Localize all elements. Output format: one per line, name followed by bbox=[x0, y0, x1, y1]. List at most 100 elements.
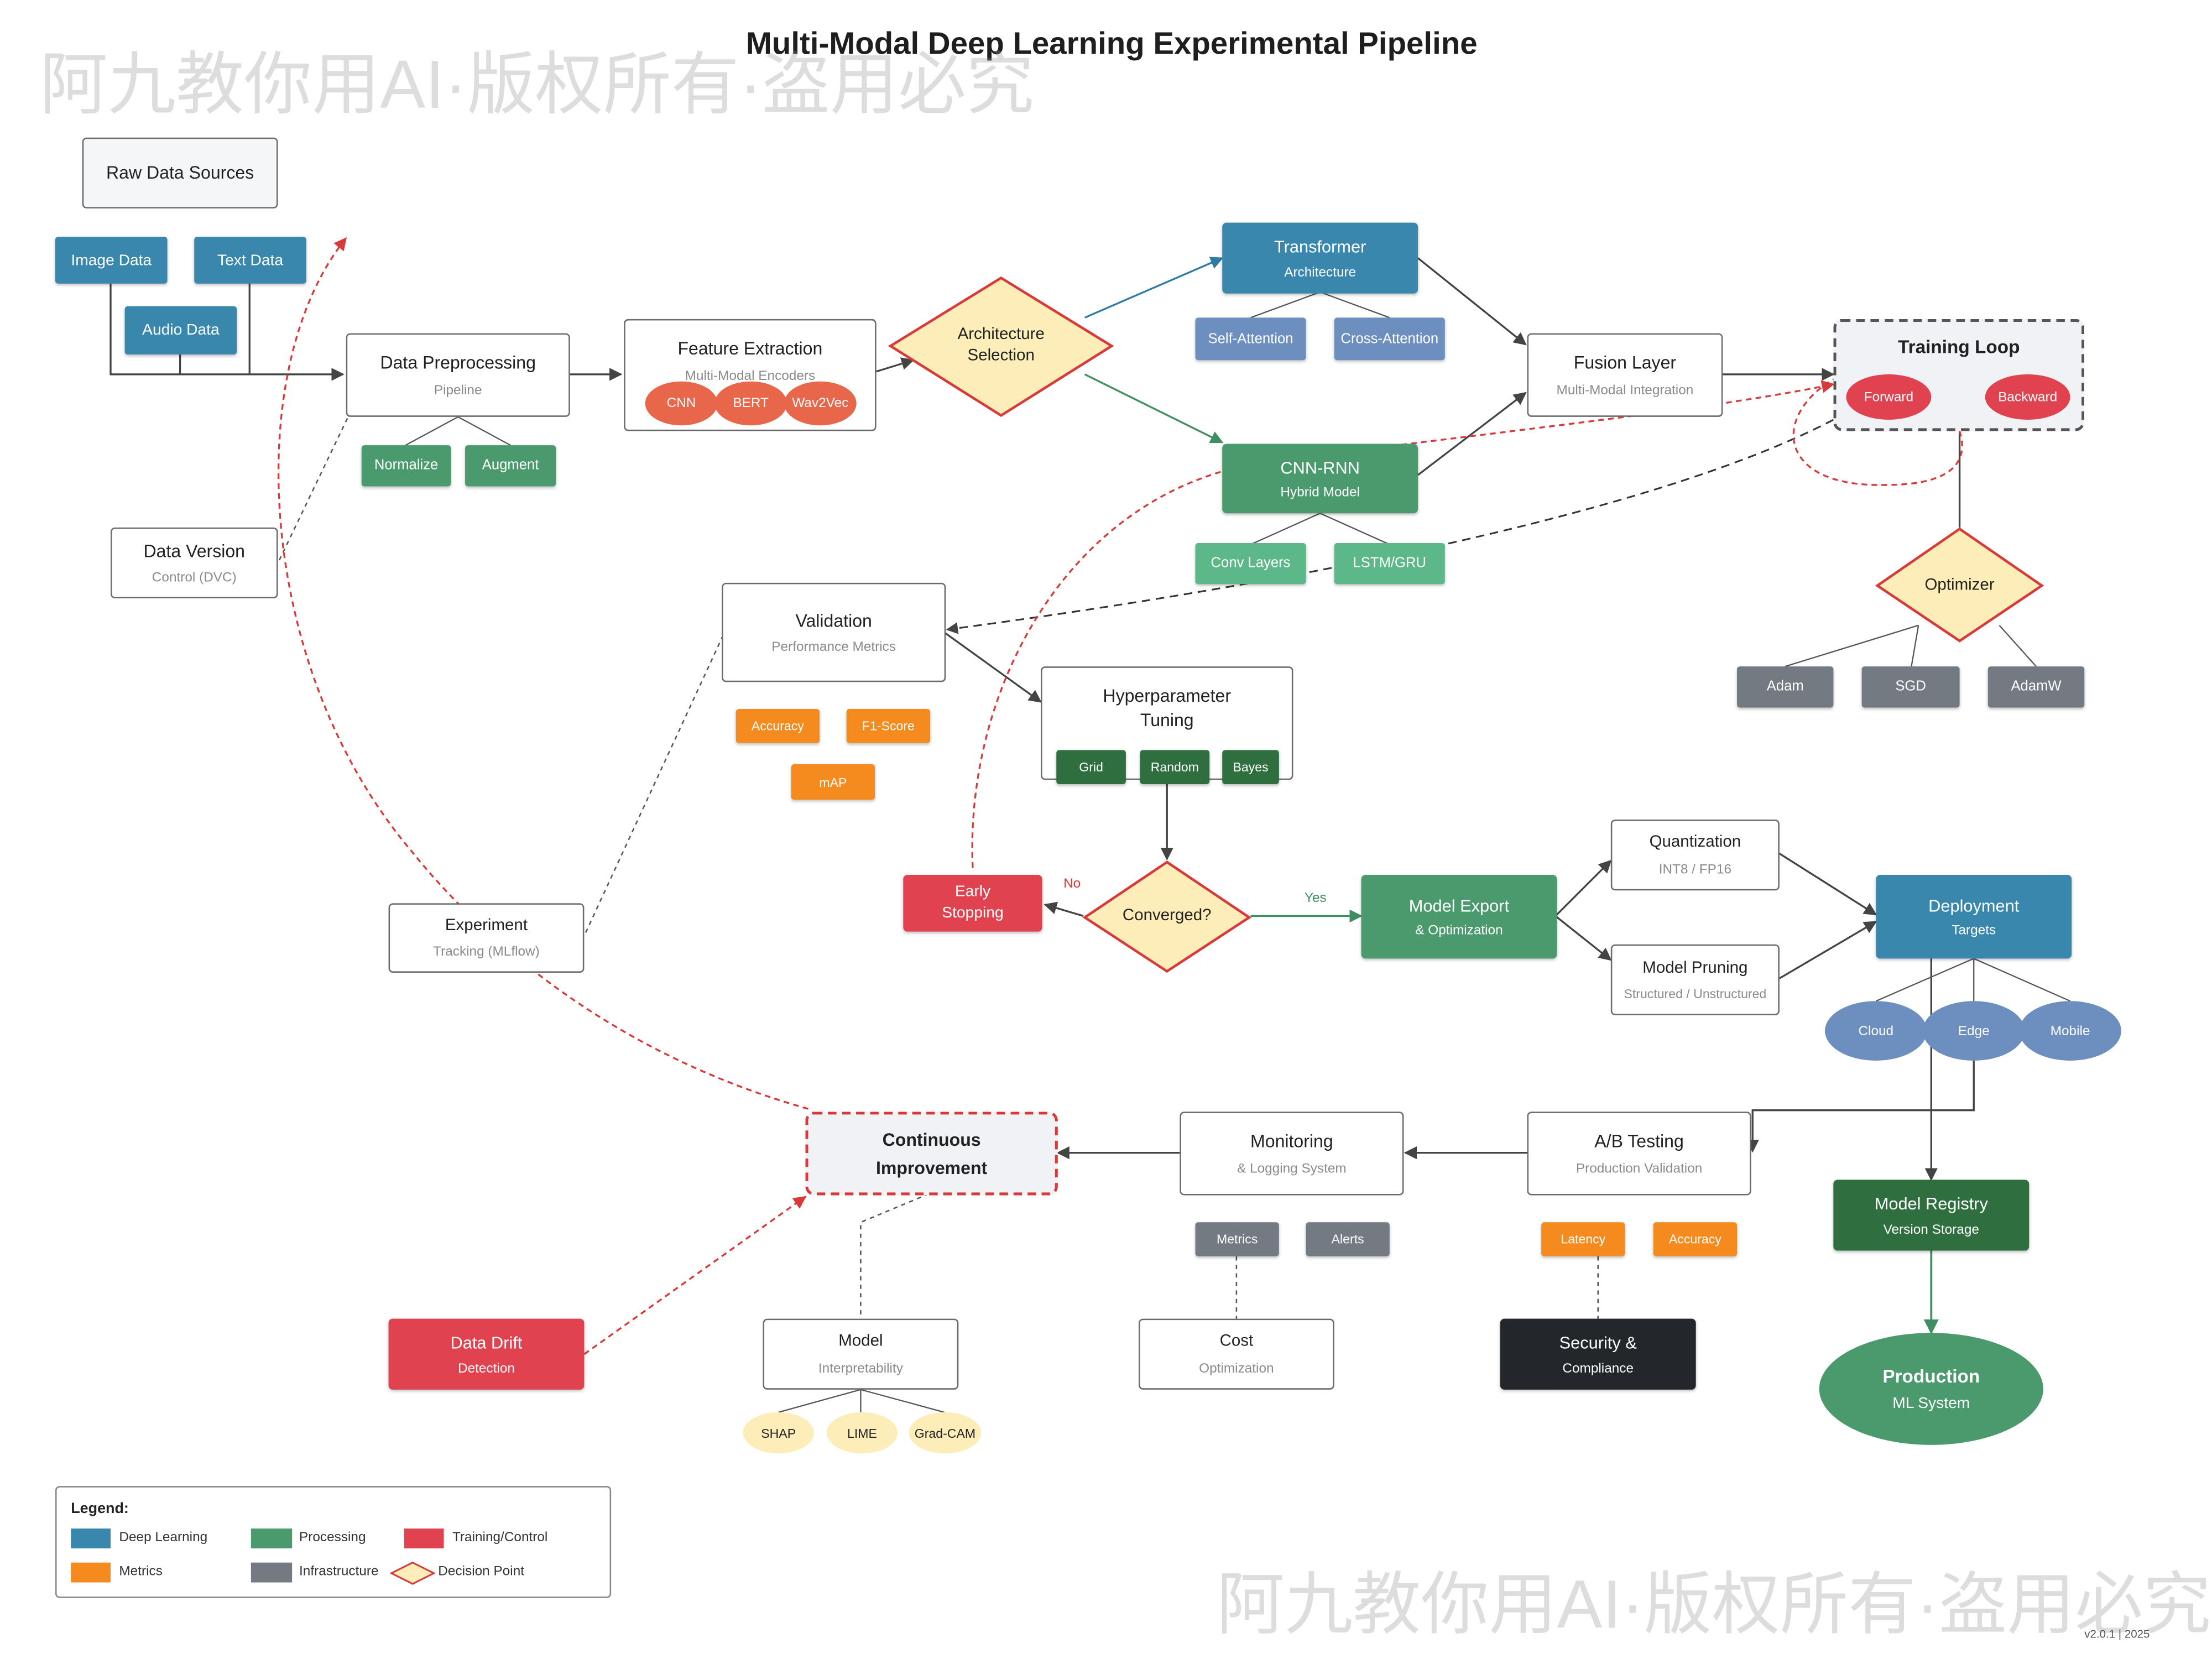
augment-tag[interactable]: Augment bbox=[465, 445, 556, 487]
deployment-node[interactable]: Deployment Targets bbox=[1876, 875, 2072, 959]
model-registry-node[interactable]: Model Registry Version Storage bbox=[1833, 1180, 2030, 1251]
cloud-target[interactable]: Cloud bbox=[1824, 1001, 1927, 1061]
lstm-gru-tag[interactable]: LSTM/GRU bbox=[1334, 543, 1445, 585]
interpretability-sub: Interpretability bbox=[818, 1360, 903, 1377]
adam-tag[interactable]: Adam bbox=[1737, 666, 1834, 708]
legend-label-deep-learning: Deep Learning bbox=[119, 1530, 208, 1546]
bayes-search-tag[interactable]: Bayes bbox=[1222, 750, 1279, 784]
production-system-node[interactable]: Production ML System bbox=[1819, 1333, 2043, 1445]
converged-label: Converged? bbox=[1122, 906, 1212, 924]
model-registry-sub: Version Storage bbox=[1883, 1222, 1979, 1238]
sgd-tag[interactable]: SGD bbox=[1861, 666, 1960, 708]
legend-label-training: Training/Control bbox=[452, 1530, 548, 1546]
raw-data-sources-label: Raw Data Sources bbox=[106, 162, 254, 182]
adamw-tag[interactable]: AdamW bbox=[1987, 666, 2085, 708]
self-attention-tag[interactable]: Self-Attention bbox=[1195, 317, 1306, 361]
architecture-selection-label: Architecture Selection bbox=[957, 326, 1045, 364]
alerts-tag[interactable]: Alerts bbox=[1306, 1222, 1390, 1256]
watermark-top: 阿九教你用AI·版权所有·盗用必究 bbox=[39, 48, 1035, 124]
backward-pass[interactable]: Backward bbox=[1985, 374, 2070, 420]
forward-pass[interactable]: Forward bbox=[1846, 374, 1932, 420]
data-version-sub: Control (DVC) bbox=[152, 570, 237, 587]
model-pruning-node[interactable]: Model Pruning Structured / Unstructured bbox=[1610, 944, 1780, 1015]
legend-label-processing: Processing bbox=[299, 1530, 366, 1546]
ab-testing-title: A/B Testing bbox=[1594, 1131, 1684, 1152]
preprocessing-title: Data Preprocessing bbox=[380, 353, 536, 373]
continuous-improvement-node[interactable] bbox=[805, 1112, 1058, 1196]
interpretability-title: Model bbox=[838, 1333, 883, 1350]
latency-tag[interactable]: Latency bbox=[1541, 1222, 1625, 1256]
production-sub: ML System bbox=[1892, 1395, 1970, 1412]
monitoring-sub: & Logging System bbox=[1237, 1161, 1347, 1177]
model-interpretability-node[interactable]: Model Interpretability bbox=[763, 1318, 959, 1390]
data-drift-sub: Detection bbox=[458, 1360, 515, 1376]
converged-diamond[interactable] bbox=[1082, 860, 1252, 974]
fusion-layer-node[interactable]: Fusion Layer Multi-Modal Integration bbox=[1527, 333, 1723, 417]
transformer-node[interactable]: Transformer Architecture bbox=[1222, 222, 1418, 294]
grid-search-tag[interactable]: Grid bbox=[1056, 750, 1126, 784]
legend-title: Legend: bbox=[71, 1500, 129, 1517]
cost-sub: Optimization bbox=[1199, 1360, 1274, 1377]
architecture-selection-diamond[interactable] bbox=[888, 276, 1114, 418]
edge-target[interactable]: Edge bbox=[1922, 1001, 2025, 1061]
security-compliance-node[interactable]: Security & Compliance bbox=[1500, 1318, 1696, 1390]
experiment-sub: Tracking (MLflow) bbox=[433, 945, 540, 961]
validation-title: Validation bbox=[795, 611, 872, 630]
image-data-node[interactable]: Image Data bbox=[55, 237, 168, 284]
legend-label-decision: Decision Point bbox=[438, 1564, 525, 1580]
security-title: Security & bbox=[1559, 1333, 1637, 1354]
random-search-tag[interactable]: Random bbox=[1140, 750, 1210, 784]
optimizer-diamond[interactable] bbox=[1875, 527, 2045, 644]
validation-sub: Performance Metrics bbox=[771, 640, 896, 656]
cost-optimization-node[interactable]: Cost Optimization bbox=[1138, 1318, 1334, 1390]
data-drift-title: Data Drift bbox=[450, 1333, 523, 1354]
gradcam-method[interactable]: Grad-CAM bbox=[909, 1412, 982, 1454]
no-branch-label: No bbox=[1063, 876, 1081, 892]
early-stopping-label: Early Stopping bbox=[942, 883, 1004, 922]
ab-testing-sub: Production Validation bbox=[1575, 1161, 1703, 1177]
conv-layers-tag[interactable]: Conv Layers bbox=[1195, 543, 1306, 585]
data-drift-node[interactable]: Data Drift Detection bbox=[388, 1318, 585, 1390]
metrics-infra-tag[interactable]: Metrics bbox=[1195, 1222, 1279, 1256]
validation-node[interactable]: Validation Performance Metrics bbox=[722, 582, 946, 682]
accuracy-ab-tag[interactable]: Accuracy bbox=[1653, 1222, 1738, 1256]
cnn-rnn-title: CNN-RNN bbox=[1280, 457, 1360, 478]
model-export-sub: & Optimization bbox=[1415, 923, 1503, 939]
security-sub: Compliance bbox=[1562, 1360, 1634, 1376]
legend-swatch-training bbox=[404, 1528, 444, 1548]
model-export-node[interactable]: Model Export & Optimization bbox=[1361, 875, 1557, 959]
bert-encoder[interactable]: BERT bbox=[714, 381, 787, 426]
shap-method[interactable]: SHAP bbox=[743, 1412, 814, 1454]
accuracy-metric-tag[interactable]: Accuracy bbox=[735, 709, 820, 743]
legend-panel: Legend: Deep Learning Processing Trainin… bbox=[55, 1486, 612, 1598]
data-version-node[interactable]: Data Version Control (DVC) bbox=[110, 527, 278, 599]
text-data-node[interactable]: Text Data bbox=[194, 237, 306, 284]
map-tag[interactable]: mAP bbox=[791, 764, 875, 800]
mobile-target[interactable]: Mobile bbox=[2019, 1001, 2121, 1061]
deployment-title: Deployment bbox=[1928, 896, 2020, 916]
cnn-encoder[interactable]: CNN bbox=[645, 381, 718, 426]
feature-extraction-title: Feature Extraction bbox=[677, 338, 823, 359]
quantization-node[interactable]: Quantization INT8 / FP16 bbox=[1610, 820, 1780, 891]
transformer-title: Transformer bbox=[1274, 237, 1366, 258]
monitoring-node[interactable]: Monitoring & Logging System bbox=[1180, 1112, 1404, 1196]
legend-label-metrics: Metrics bbox=[119, 1564, 163, 1580]
preprocessing-sub: Pipeline bbox=[434, 383, 482, 399]
lime-method[interactable]: LIME bbox=[826, 1412, 898, 1454]
cross-attention-tag[interactable]: Cross-Attention bbox=[1334, 317, 1445, 361]
f1-score-tag[interactable]: F1-Score bbox=[846, 709, 931, 743]
raw-data-sources-node[interactable]: Raw Data Sources bbox=[82, 137, 278, 208]
data-preprocessing-node[interactable]: Data Preprocessing Pipeline bbox=[346, 333, 570, 417]
deployment-sub: Targets bbox=[1952, 923, 1996, 939]
audio-data-node[interactable]: Audio Data bbox=[124, 306, 237, 355]
experiment-title: Experiment bbox=[445, 917, 528, 935]
legend-swatch-infrastructure bbox=[251, 1562, 293, 1583]
wav2vec-encoder[interactable]: Wav2Vec bbox=[784, 381, 857, 426]
experiment-tracking-node[interactable]: Experiment Tracking (MLflow) bbox=[388, 903, 585, 973]
normalize-tag[interactable]: Normalize bbox=[361, 445, 451, 487]
ab-testing-node[interactable]: A/B Testing Production Validation bbox=[1527, 1112, 1751, 1196]
cnn-rnn-node[interactable]: CNN-RNN Hybrid Model bbox=[1222, 444, 1418, 514]
legend-swatch-processing bbox=[251, 1528, 293, 1548]
early-stopping-node[interactable]: Early Stopping bbox=[903, 875, 1042, 932]
